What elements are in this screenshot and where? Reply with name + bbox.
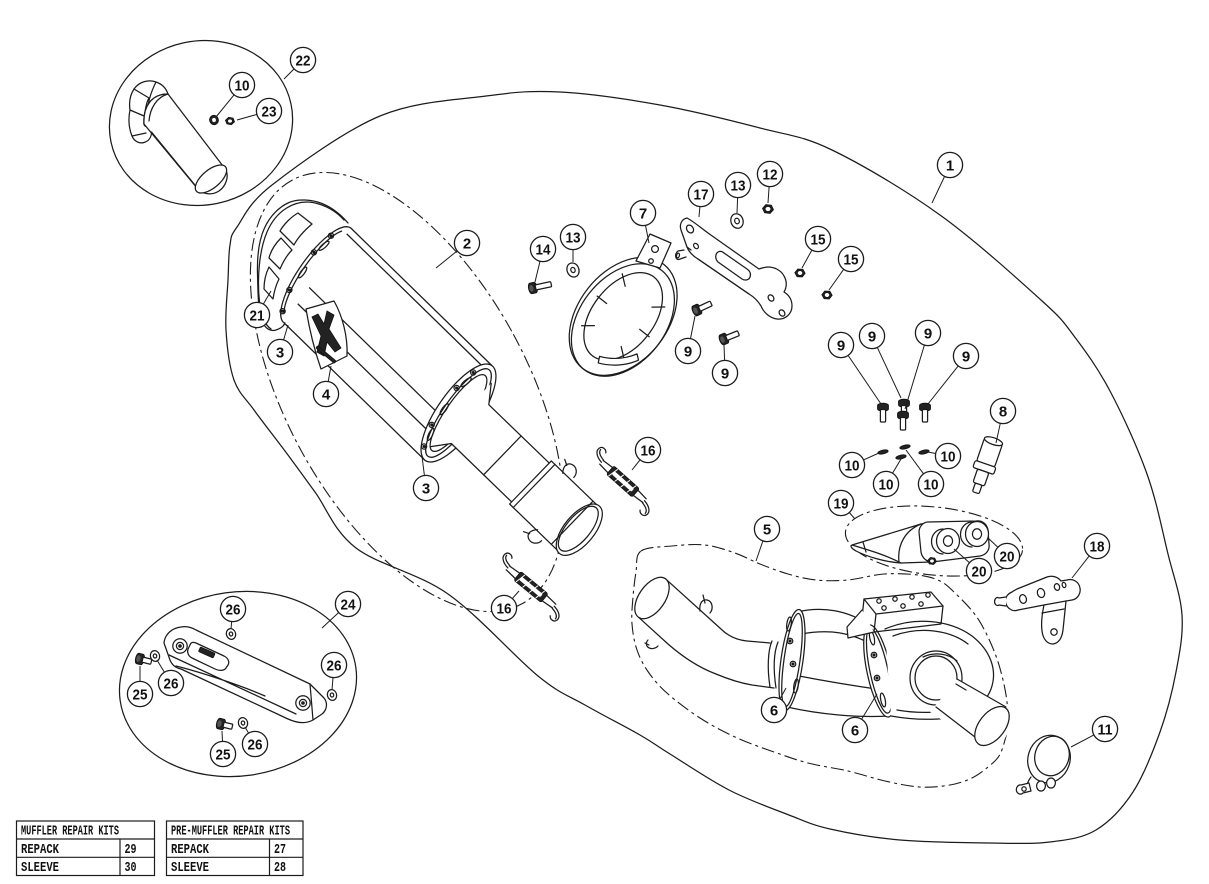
svg-text:4: 4 xyxy=(322,386,331,403)
svg-text:3: 3 xyxy=(276,344,284,361)
svg-text:26: 26 xyxy=(248,736,263,753)
svg-text:28: 28 xyxy=(274,861,286,876)
svg-text:25: 25 xyxy=(216,746,231,763)
svg-text:MUFFLER REPAIR KITS: MUFFLER REPAIR KITS xyxy=(21,825,119,840)
svg-text:10: 10 xyxy=(924,476,939,493)
svg-text:20: 20 xyxy=(972,563,987,580)
svg-text:17: 17 xyxy=(694,186,709,203)
svg-text:15: 15 xyxy=(844,251,859,268)
svg-text:27: 27 xyxy=(274,843,286,858)
svg-text:9: 9 xyxy=(721,365,729,382)
svg-text:10: 10 xyxy=(879,476,894,493)
svg-text:6: 6 xyxy=(851,722,859,739)
svg-text:PRE-MUFFLER REPAIR KITS: PRE-MUFFLER REPAIR KITS xyxy=(171,825,290,840)
svg-text:23: 23 xyxy=(262,103,277,120)
svg-text:9: 9 xyxy=(962,348,970,365)
svg-text:15: 15 xyxy=(811,231,826,248)
svg-text:11: 11 xyxy=(1098,721,1113,738)
svg-text:14: 14 xyxy=(536,241,552,258)
svg-text:24: 24 xyxy=(341,596,357,613)
svg-text:26: 26 xyxy=(164,675,179,692)
svg-text:5: 5 xyxy=(763,521,771,538)
svg-text:SLEEVE: SLEEVE xyxy=(21,861,59,876)
svg-text:10: 10 xyxy=(845,457,860,474)
svg-text:18: 18 xyxy=(1090,538,1105,555)
svg-text:SLEEVE: SLEEVE xyxy=(171,861,209,876)
svg-text:10: 10 xyxy=(235,77,250,94)
svg-text:26: 26 xyxy=(327,657,342,674)
svg-text:20: 20 xyxy=(1000,548,1015,565)
svg-text:30: 30 xyxy=(125,861,137,876)
svg-text:8: 8 xyxy=(999,403,1007,420)
svg-text:9: 9 xyxy=(924,325,932,342)
svg-text:25: 25 xyxy=(133,686,148,703)
svg-text:10: 10 xyxy=(941,448,956,465)
svg-text:6: 6 xyxy=(770,702,778,719)
svg-text:REPACK: REPACK xyxy=(171,843,210,858)
svg-text:16: 16 xyxy=(497,600,512,617)
svg-text:REPACK: REPACK xyxy=(21,843,60,858)
svg-text:29: 29 xyxy=(125,843,137,858)
svg-text:3: 3 xyxy=(422,480,430,497)
svg-text:19: 19 xyxy=(834,495,849,512)
svg-text:7: 7 xyxy=(639,205,647,222)
svg-text:1: 1 xyxy=(946,157,954,174)
svg-text:9: 9 xyxy=(684,343,692,360)
svg-text:9: 9 xyxy=(868,328,876,345)
svg-text:21: 21 xyxy=(250,307,265,324)
svg-text:13: 13 xyxy=(566,229,581,246)
svg-text:12: 12 xyxy=(763,166,778,183)
svg-text:16: 16 xyxy=(641,442,656,459)
svg-text:22: 22 xyxy=(296,52,311,69)
svg-text:9: 9 xyxy=(837,337,845,354)
svg-text:26: 26 xyxy=(226,601,241,618)
svg-text:13: 13 xyxy=(731,177,746,194)
svg-text:2: 2 xyxy=(463,235,471,252)
